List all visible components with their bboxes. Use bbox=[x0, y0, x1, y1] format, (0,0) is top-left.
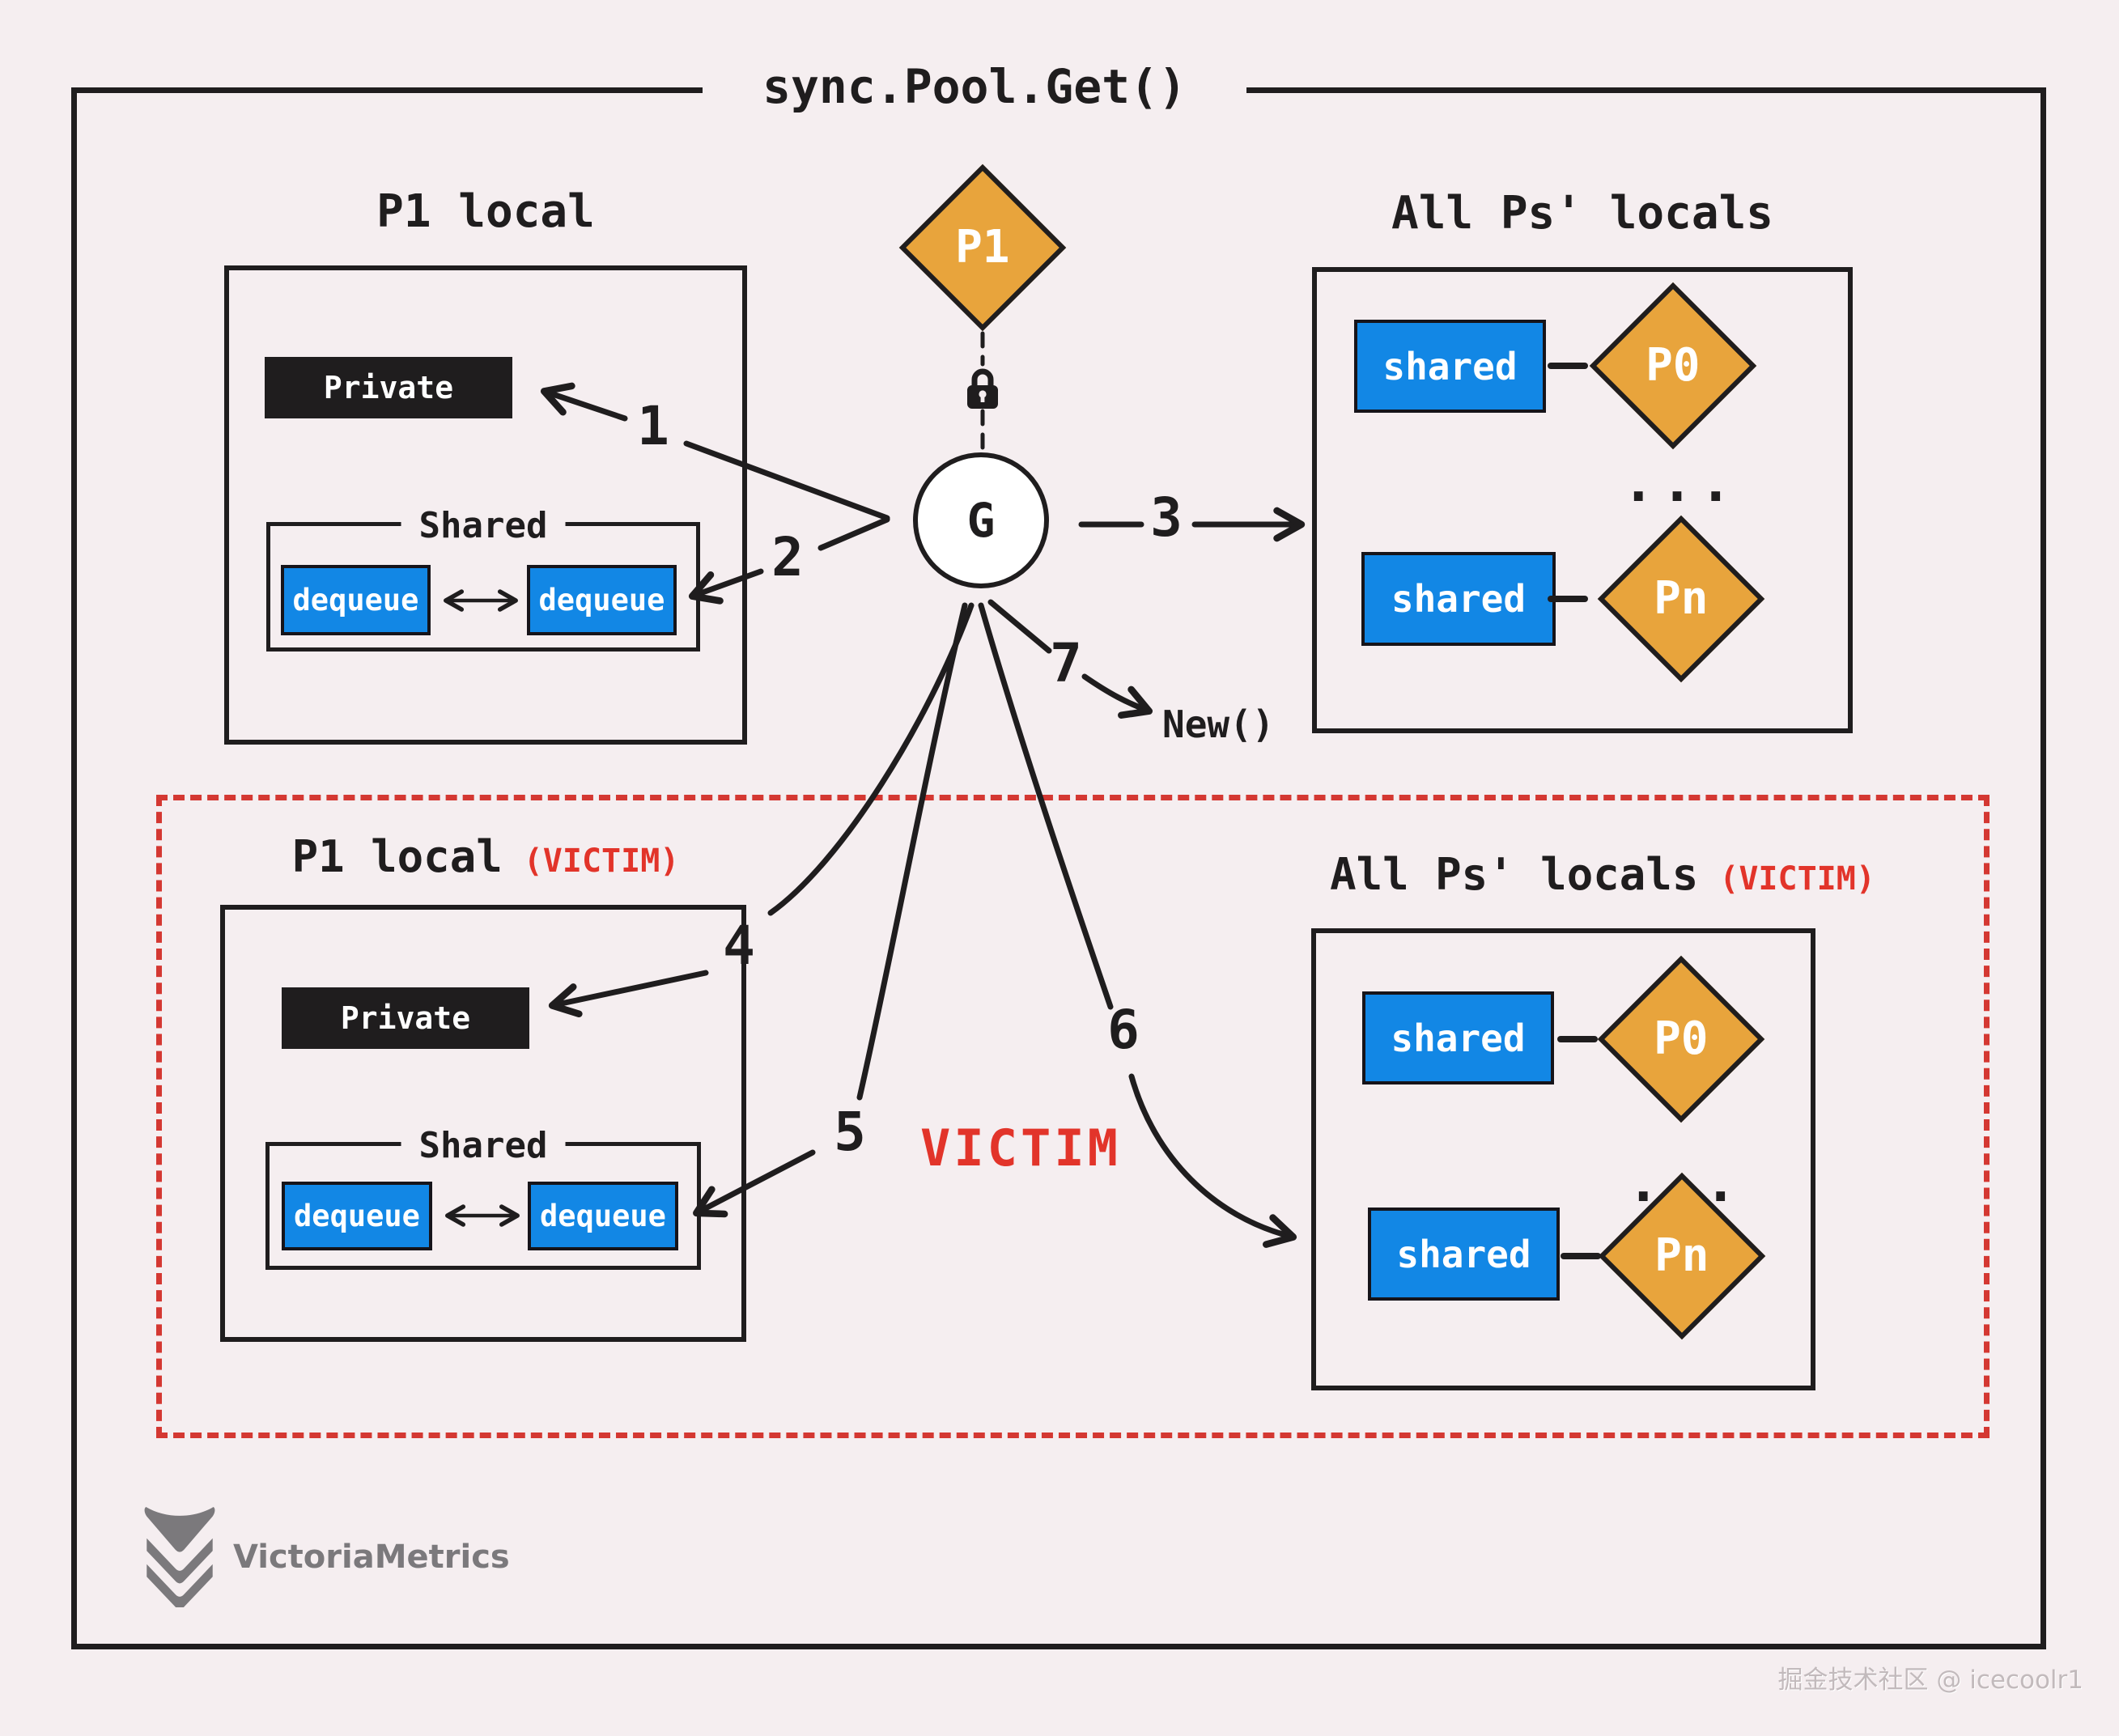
pn-diamond-label: Pn bbox=[1654, 572, 1709, 625]
step-6-label: 6 bbox=[1107, 999, 1140, 1061]
lock-icon bbox=[967, 368, 998, 409]
new-func-label: New() bbox=[1162, 702, 1275, 746]
section-title-text: P1 local bbox=[291, 831, 503, 882]
section-title-all-ps-locals: All Ps' locals bbox=[1391, 187, 1773, 240]
shared-box: shared bbox=[1354, 320, 1546, 413]
ellipsis: ... bbox=[1622, 451, 1739, 514]
step-3-label: 3 bbox=[1150, 486, 1183, 549]
victoriametrics-brand: VictoriaMetrics bbox=[233, 1539, 510, 1576]
p1-local-victim-box bbox=[220, 905, 746, 1342]
watermark: 掘金技术社区 @ icecoolr1 bbox=[1777, 1666, 2084, 1695]
p0-diamond-label: P0 bbox=[1654, 1012, 1709, 1065]
shared-box: shared bbox=[1368, 1208, 1560, 1301]
section-title-p1-local-victim: P1 local (VICTIM) bbox=[224, 835, 747, 879]
p0-diamond-label: P0 bbox=[1646, 339, 1701, 392]
step-5-label: 5 bbox=[834, 1101, 866, 1163]
step-7-label: 7 bbox=[1050, 632, 1082, 694]
section-title-text: All Ps' locals bbox=[1330, 849, 1699, 900]
diagram-title: sync.Pool.Get() bbox=[703, 59, 1246, 114]
victoriametrics-logo-icon bbox=[144, 1506, 215, 1607]
step-2-label: 2 bbox=[771, 526, 804, 588]
victim-tag: (VICTIM) bbox=[1719, 860, 1875, 898]
victim-tag: (VICTIM) bbox=[523, 843, 680, 880]
step-1-label: 1 bbox=[637, 395, 669, 457]
pn-diamond-label: Pn bbox=[1654, 1229, 1709, 1282]
private-box: Private bbox=[282, 987, 529, 1049]
section-title-p1-local: P1 local bbox=[376, 185, 595, 238]
dequeue-box: dequeue bbox=[528, 1182, 678, 1250]
private-box: Private bbox=[265, 357, 512, 418]
all-ps-locals-box bbox=[1312, 267, 1853, 733]
shared-box: shared bbox=[1361, 552, 1556, 646]
all-ps-locals-victim-box bbox=[1311, 928, 1815, 1390]
step-4-label: 4 bbox=[723, 915, 755, 977]
g-circle: G bbox=[913, 452, 1049, 588]
shared-box: shared bbox=[1362, 991, 1554, 1084]
shared-group-label: Shared bbox=[401, 1125, 566, 1166]
victim-label: VICTIM bbox=[920, 1118, 1121, 1178]
section-title-all-ps-locals-victim: All Ps' locals (VICTIM) bbox=[1295, 853, 1910, 897]
shared-group: Shared bbox=[266, 505, 700, 652]
dequeue-box: dequeue bbox=[282, 1182, 432, 1250]
dequeue-box: dequeue bbox=[281, 565, 431, 635]
shared-group-label: Shared bbox=[401, 505, 566, 546]
p1-diamond-label: P1 bbox=[955, 221, 1010, 274]
dequeue-box: dequeue bbox=[527, 565, 677, 635]
